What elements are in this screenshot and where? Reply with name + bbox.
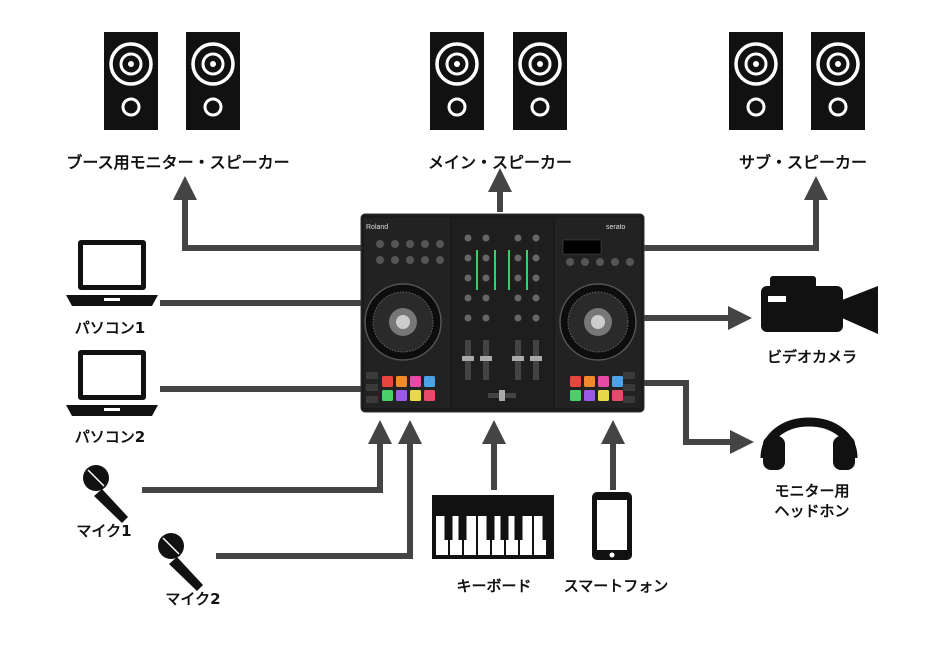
keyboard-black-key	[542, 516, 551, 540]
label-mic1: マイク1	[76, 522, 132, 540]
label-pc2: パソコン2	[74, 428, 146, 446]
label-smartphone: スマートフォン	[563, 577, 669, 595]
keyboard-white-key	[464, 516, 476, 555]
line-headphones	[644, 380, 754, 454]
line-mic1	[142, 420, 392, 493]
line-booth-speakers	[173, 176, 362, 251]
connection-lines	[142, 168, 828, 559]
line-mic2	[216, 420, 422, 559]
main-speakers	[428, 30, 569, 132]
performance-pad	[396, 376, 407, 387]
performance-pad	[584, 390, 595, 401]
label-mic2: マイク2	[165, 590, 221, 608]
keyboard-black-key	[444, 516, 453, 540]
performance-pad	[382, 390, 393, 401]
label-monitor-headphones-1: モニター用	[774, 482, 850, 500]
label-booth-monitor-speakers: ブース用モニター・スピーカー	[66, 153, 290, 172]
keyboard-white-key	[520, 516, 532, 555]
line-sub-speakers	[644, 176, 828, 251]
headphones-icon	[760, 417, 858, 470]
controller-brand-right: serato	[606, 224, 626, 231]
pads-left	[382, 376, 435, 401]
keyboard-black-key	[514, 516, 523, 540]
performance-pad	[570, 376, 581, 387]
keyboard-black-key	[486, 516, 495, 540]
label-monitor-headphones-2: ヘッドホン	[774, 502, 850, 520]
performance-pad	[612, 376, 623, 387]
keyboard-black-key	[500, 516, 509, 540]
video-camera-icon	[761, 276, 878, 334]
performance-pad	[570, 390, 581, 401]
microphone-icon-mic2	[157, 532, 204, 592]
jog-wheel-right	[559, 283, 637, 361]
pads-right	[570, 376, 623, 401]
performance-pad	[612, 390, 623, 401]
label-pc1: パソコン1	[74, 319, 146, 337]
sub-speakers	[727, 30, 867, 132]
keyboard-black-key	[458, 516, 467, 540]
booth-monitor-speakers	[102, 30, 242, 132]
controller-brand-left: Roland	[366, 224, 388, 231]
dj-controller: Roland serato	[360, 213, 645, 413]
performance-pad	[584, 376, 595, 387]
label-keyboard: キーボード	[456, 577, 532, 595]
performance-pad	[410, 376, 421, 387]
label-video-camera: ビデオカメラ	[766, 348, 858, 366]
performance-pad	[424, 376, 435, 387]
laptop-icon-pc1	[66, 240, 158, 306]
performance-pad	[382, 376, 393, 387]
performance-pad	[410, 390, 421, 401]
performance-pad	[598, 376, 609, 387]
jog-wheel-left	[364, 283, 442, 361]
keyboard-icon	[432, 495, 554, 559]
performance-pad	[424, 390, 435, 401]
performance-pad	[598, 390, 609, 401]
performance-pad	[396, 390, 407, 401]
microphone-icon-mic1	[82, 464, 129, 524]
label-main-speakers: メイン・スピーカー	[427, 153, 573, 172]
laptop-icon-pc2	[66, 350, 158, 416]
label-sub-speakers: サブ・スピーカー	[738, 153, 868, 172]
smartphone-icon	[592, 492, 632, 560]
